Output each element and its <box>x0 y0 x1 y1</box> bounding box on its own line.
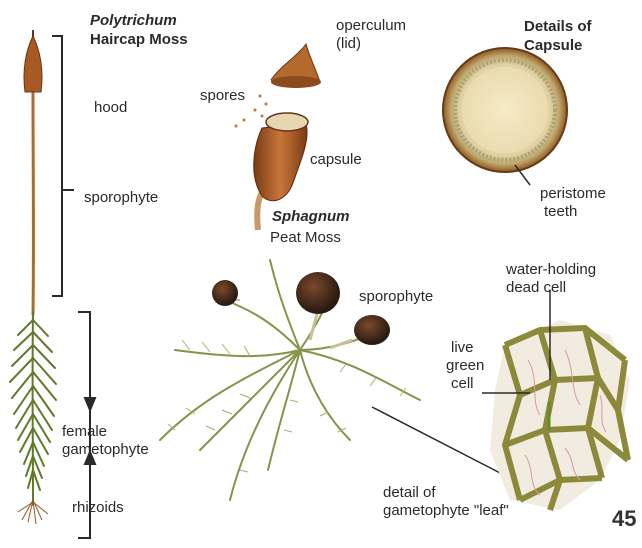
label-hood: hood <box>94 99 127 116</box>
leaf-cell-detail <box>482 290 630 510</box>
label-peristome: peristome <box>540 185 606 202</box>
label-cell: cell <box>451 375 474 392</box>
polytrichum-subtitle: Haircap Moss <box>90 31 188 48</box>
label-live: live <box>451 339 474 356</box>
label-sporophyte-left: sporophyte <box>84 189 158 206</box>
polytrichum-title: Polytrichum <box>90 12 177 29</box>
polytrichum-plant <box>10 30 56 524</box>
label-teeth: teeth <box>544 203 577 220</box>
label-gametophyte-leaf: gametophyte "leaf" <box>383 502 509 519</box>
capsule-details-line1: Details of <box>524 18 592 35</box>
label-rhizoids: rhizoids <box>72 499 124 516</box>
label-female: female <box>62 423 107 440</box>
label-dead-cell: dead cell <box>506 279 566 296</box>
capsule-cross-section <box>443 48 567 185</box>
page-number: 45 <box>612 510 636 527</box>
label-lid: (lid) <box>336 35 361 52</box>
sphagnum-subtitle: Peat Moss <box>270 229 341 246</box>
label-gametophyte: gametophyte <box>62 441 149 458</box>
label-detail-of: detail of <box>383 484 436 501</box>
label-water-holding: water-holding <box>506 261 596 278</box>
label-operculum: operculum <box>336 17 406 34</box>
label-green: green <box>446 357 484 374</box>
capsule-details-line2: Capsule <box>524 37 582 54</box>
label-spores: spores <box>200 87 245 104</box>
label-capsule: capsule <box>310 151 362 168</box>
sphagnum-title: Sphagnum <box>272 208 350 225</box>
bracket-sporophyte <box>52 36 74 296</box>
label-sporophyte-right: sporophyte <box>359 288 433 305</box>
operculum-lid <box>271 44 321 88</box>
